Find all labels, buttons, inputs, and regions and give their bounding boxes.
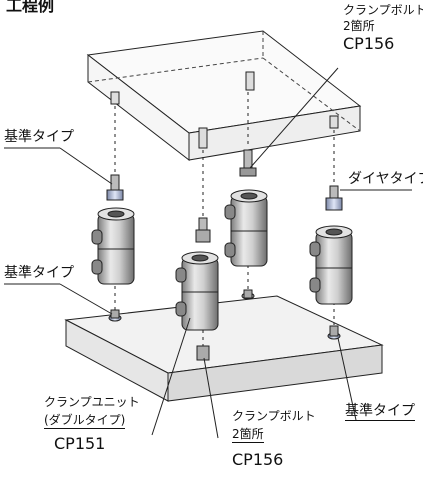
pin-clamp-bolt-2 bbox=[195, 217, 211, 243]
clamp-unit-center-back bbox=[224, 189, 268, 267]
label-clamp-bolt-bottom-qty: 2箇所 bbox=[232, 427, 264, 443]
pin-diamond bbox=[325, 185, 343, 211]
label-clamp-bolt-bottom: クランプボルト bbox=[232, 409, 316, 423]
label-clamp-unit: クランプユニット bbox=[44, 395, 140, 409]
label-standard-type-left: 基準タイプ bbox=[4, 265, 74, 281]
label-standard-type-top: 基準タイプ bbox=[4, 129, 74, 145]
top-pins bbox=[110, 71, 339, 149]
base-plate bbox=[64, 295, 384, 402]
label-clamp-bolt-top: クランプボルト bbox=[343, 3, 423, 17]
locating-pins bbox=[106, 149, 343, 243]
label-clamp-unit-code: CP151 bbox=[54, 434, 106, 453]
clamp-unit-right bbox=[309, 225, 353, 305]
label-clamp-bolt-top-code: CP156 bbox=[343, 34, 395, 53]
label-clamp-bolt-bottom-code: CP156 bbox=[232, 450, 284, 469]
label-clamp-unit-sub: (ダブルタイプ) bbox=[44, 413, 126, 429]
label-diamond-type: ダイヤタイプ bbox=[348, 171, 423, 187]
plate-bushings bbox=[108, 289, 341, 361]
pin-standard-left bbox=[106, 174, 124, 201]
label-standard-type-bottom: 基準タイプ bbox=[345, 403, 415, 421]
clamp-unit-front bbox=[175, 251, 219, 331]
label-clamp-bolt-top-qty: 2箇所 bbox=[343, 19, 375, 33]
clamp-unit-left bbox=[91, 207, 135, 285]
center-lines bbox=[114, 92, 335, 346]
leader-lines bbox=[4, 67, 412, 439]
diagram-title: 工程例 bbox=[6, 0, 55, 15]
top-workpiece bbox=[86, 30, 362, 162]
pin-clamp-bolt-1 bbox=[239, 149, 257, 177]
